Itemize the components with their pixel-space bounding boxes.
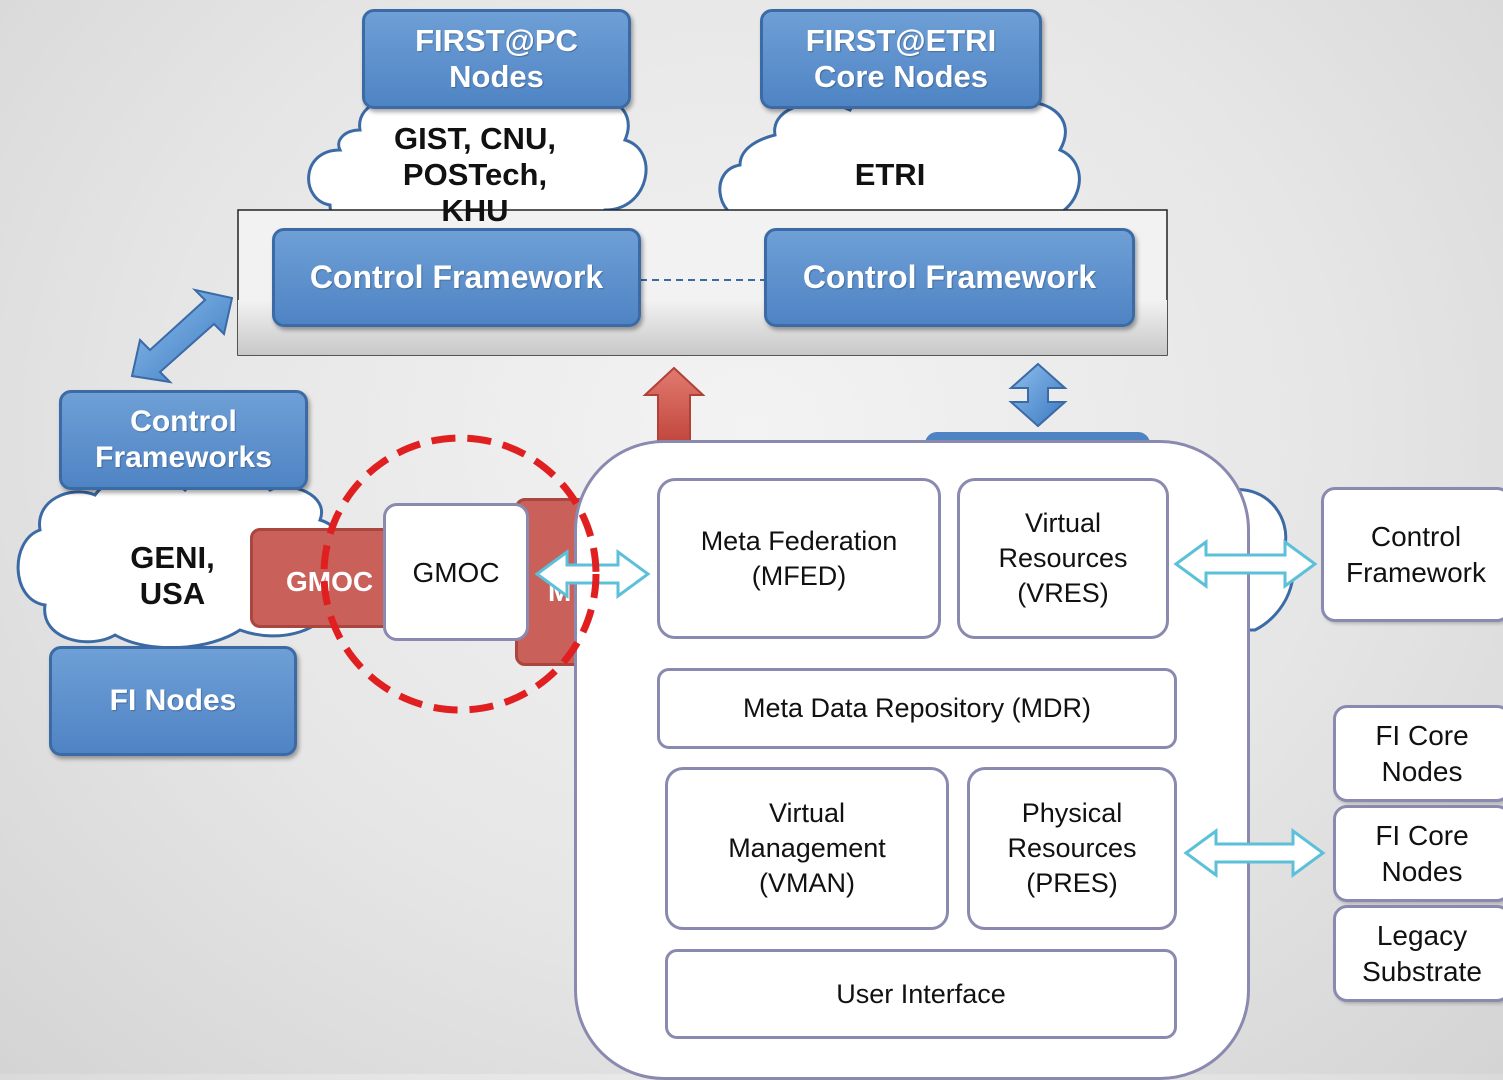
user-interface-box: User Interface xyxy=(665,949,1177,1039)
cloud-right-label: ETRI xyxy=(854,157,926,192)
control-framework-right: Control Framework xyxy=(764,228,1135,327)
cloud-left-label: GIST, CNU, POSTech, KHU xyxy=(394,121,556,228)
vman-box: Virtual Management (VMAN) xyxy=(665,767,949,930)
pres-box: Physical Resources (PRES) xyxy=(967,767,1177,930)
geni-label: GENI, USA xyxy=(130,540,215,611)
fi-core-nodes-1: FI Core Nodes xyxy=(1333,705,1503,802)
cyan-arrow-vres-cf xyxy=(1173,539,1318,589)
vres-box: Virtual Resources (VRES) xyxy=(957,478,1169,639)
first-pc-nodes: FIRST@PC Nodes xyxy=(362,9,631,109)
mfed-box: Meta Federation (MFED) xyxy=(657,478,941,639)
fi-nodes-box: FI Nodes xyxy=(49,646,297,756)
gmoc-highlight-circle xyxy=(320,434,600,714)
gmoc-box: GMOC xyxy=(383,503,529,641)
vertical-double-arrow xyxy=(1008,362,1068,428)
legacy-substrate: Legacy Substrate xyxy=(1333,905,1503,1002)
mdr-box: Meta Data Repository (MDR) xyxy=(657,668,1177,749)
red-up-arrow xyxy=(642,366,706,446)
control-framework-right-box: Control Framework xyxy=(1321,487,1503,622)
control-framework-left: Control Framework xyxy=(272,228,641,327)
gmoc-red-label: GMOC xyxy=(286,566,374,597)
first-etri-core-nodes: FIRST@ETRI Core Nodes xyxy=(760,9,1042,109)
control-frameworks-box: Control Frameworks xyxy=(59,390,308,490)
diagonal-double-arrow xyxy=(130,288,234,384)
cyan-arrow-pres-core xyxy=(1183,828,1326,878)
fi-core-nodes-2: FI Core Nodes xyxy=(1333,805,1503,902)
